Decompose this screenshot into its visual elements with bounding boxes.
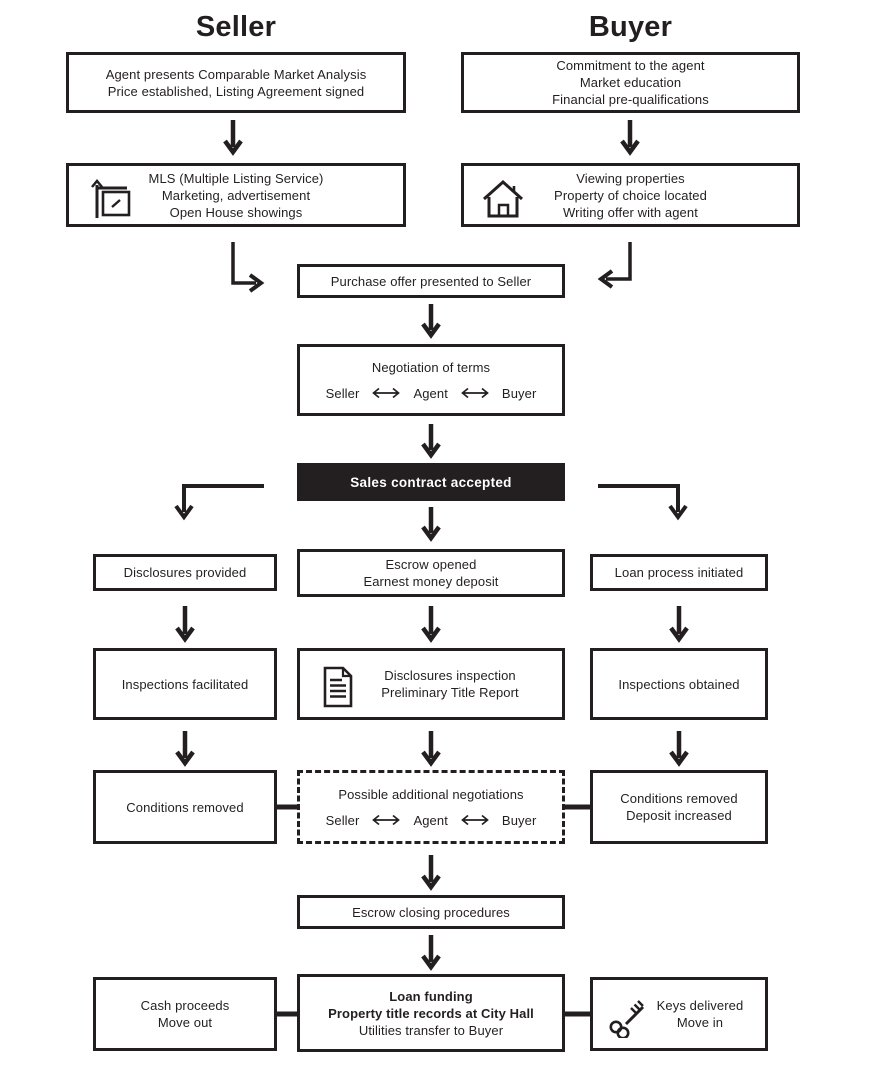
disclosures-inspection-box: Disclosures inspection Preliminary Title… <box>297 648 565 720</box>
purchase-offer-box: Purchase offer presented to Seller <box>297 264 565 298</box>
box-text-line: Sales contract accepted <box>350 474 512 490</box>
elbow-arrow-left <box>606 242 632 281</box>
box-text-line: Inspections facilitated <box>121 676 249 692</box>
elbow-arrow-right <box>231 242 256 285</box>
box-text-line: Marketing, advertisement <box>161 187 311 203</box>
down-arrow <box>421 304 441 339</box>
loan-process-initiated-box: Loan process initiated <box>590 554 768 591</box>
party-label: Buyer <box>501 812 537 828</box>
buyer-viewing-box: Viewing properties Property of choice lo… <box>461 163 800 227</box>
escrow-opened-box: Escrow opened Earnest money deposit <box>297 549 565 597</box>
box-text-line: Price established, Listing Agreement sig… <box>107 83 365 99</box>
box-text-line: Viewing properties <box>576 170 685 186</box>
down-arrow <box>421 935 441 971</box>
box-text-line: Escrow opened <box>385 557 477 572</box>
seller-cma-box: Agent presents Comparable Market Analysi… <box>66 52 406 113</box>
sales-contract-accepted-box: Sales contract accepted <box>297 463 565 501</box>
party-label: Buyer <box>501 385 537 401</box>
box-text-line: Deposit increased <box>626 808 732 823</box>
down-arrow <box>620 120 640 156</box>
box-text-line: Cash proceeds <box>140 998 230 1013</box>
renegotiation-parties: Seller Agent Buyer <box>326 812 537 829</box>
negotiation-parties: Seller Agent Buyer <box>326 385 537 402</box>
box-text-line: Financial pre-qualifications <box>552 92 709 107</box>
double-arrow-icon <box>372 387 401 399</box>
box-text-line: Inspections obtained <box>618 676 740 692</box>
box-text-line: Agent presents Comparable Market Analysi… <box>105 66 367 82</box>
box-text-line: Disclosures provided <box>123 565 247 580</box>
inspections-obtained-box: Inspections obtained <box>590 648 768 720</box>
party-label: Agent <box>413 385 448 401</box>
keys-delivered-box: Keys delivered Move in <box>590 977 768 1051</box>
down-arrow <box>175 731 195 767</box>
box-text-line: Keys delivered <box>656 998 744 1013</box>
double-arrow-icon <box>461 387 489 399</box>
box-text-line: Move out <box>157 1015 213 1030</box>
seller-mls-box: MLS (Multiple Listing Service) Marketing… <box>66 163 406 227</box>
key-icon <box>609 1000 645 1038</box>
box-text-line: Negotiation of terms <box>371 359 491 375</box>
box-text-line: Earnest money deposit <box>363 574 499 589</box>
inspections-facilitated-box: Inspections facilitated <box>93 648 277 720</box>
buyer-commitment-box: Commitment to the agent Market education… <box>461 52 800 113</box>
box-text-line: Loan funding <box>389 988 473 1004</box>
seller-column-heading: Seller <box>195 11 277 43</box>
down-arrow <box>223 120 243 156</box>
box-text-line: Writing offer with agent <box>563 204 698 220</box>
down-arrow <box>669 606 689 643</box>
box-text-line: Open House showings <box>169 204 303 220</box>
box-text-line: Utilities transfer to Buyer <box>358 1022 504 1038</box>
house-icon <box>482 179 524 218</box>
box-text-line: Possible additional negotiations <box>338 786 524 802</box>
double-arrow-icon <box>461 814 489 826</box>
box-text-line: Market education <box>579 75 682 90</box>
box-text-line: Property of choice located <box>554 187 707 203</box>
buyer-column-heading: Buyer <box>588 11 673 43</box>
box-text-line: Property title records at City Hall <box>328 1005 534 1021</box>
negotiation-box: Negotiation of terms Seller Agent Buyer <box>297 344 565 416</box>
box-text-line: Move in <box>676 1015 724 1030</box>
box-text-line: Escrow closing procedures <box>352 904 510 920</box>
escrow-closing-box: Escrow closing procedures <box>297 895 565 929</box>
party-label: Seller <box>325 812 360 828</box>
double-arrow-icon <box>372 814 401 826</box>
branch-arrow-left <box>174 484 264 521</box>
elbow-arrow-left-head <box>597 269 614 289</box>
document-icon <box>323 666 353 708</box>
down-arrow <box>421 606 441 643</box>
box-text-line: Disclosures inspection <box>384 668 516 683</box>
disclosures-provided-box: Disclosures provided <box>93 554 277 591</box>
box-text-line: Loan process initiated <box>614 565 744 580</box>
elbow-arrow-right-head <box>248 273 265 293</box>
down-arrow <box>669 731 689 767</box>
box-text-line: Conditions removed <box>620 791 738 806</box>
down-arrow <box>421 507 441 542</box>
additional-negotiations-box: Possible additional negotiations Seller … <box>297 770 565 844</box>
box-text-line: MLS (Multiple Listing Service) <box>148 170 324 186</box>
conditions-removed-buyer-box: Conditions removed Deposit increased <box>590 770 768 844</box>
branch-arrow-right <box>598 484 688 521</box>
sale-sign-icon <box>91 179 131 218</box>
box-text-line: Commitment to the agent <box>556 58 705 73</box>
loan-funding-box: Loan funding Property title records at C… <box>297 974 565 1052</box>
down-arrow <box>175 606 195 643</box>
box-text-line: Conditions removed <box>126 799 244 815</box>
down-arrow <box>421 731 441 767</box>
party-label: Seller <box>325 385 360 401</box>
cash-proceeds-box: Cash proceeds Move out <box>93 977 277 1051</box>
box-text-line: Purchase offer presented to Seller <box>330 273 532 289</box>
box-text-line: Preliminary Title Report <box>381 685 519 700</box>
conditions-removed-seller-box: Conditions removed <box>93 770 277 844</box>
down-arrow <box>421 855 441 891</box>
down-arrow <box>421 424 441 459</box>
party-label: Agent <box>413 812 448 828</box>
